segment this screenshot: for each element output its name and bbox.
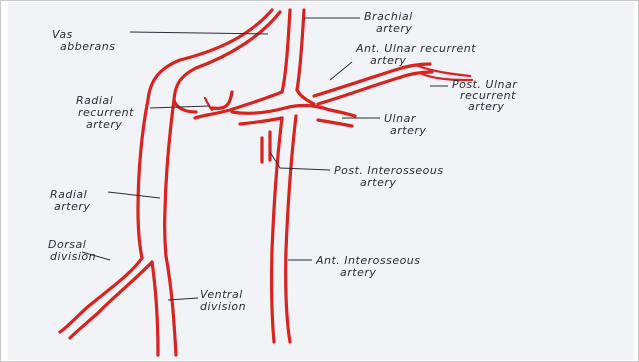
vas-abberans-outer [148,10,272,100]
leader-radial [108,192,160,198]
radial-artery-right-wall [165,100,174,256]
leader-ant-ulnar-recurrent [330,62,352,80]
bifurcation-arch-lower [297,90,314,104]
ant-ulnar-recurrent-upper [314,64,430,96]
artery-vessels [60,10,472,355]
brachial-artery-left-wall [282,10,290,92]
label-vas-abberans-line2: abberans [60,40,115,53]
dorsal-division-left-wall [60,258,142,332]
ventral-division-left-wall [152,262,158,355]
brachial-artery-right-wall [297,10,304,90]
label-ant-ulnar-recurrent-line2: artery [370,54,406,67]
label-post-interosseous-line2: artery [360,176,396,189]
label-ulnar-line2: artery [390,124,426,137]
ant-interosseous-right-wall [286,116,296,342]
label-brachial-line2: artery [376,22,412,35]
ant-interosseous-left-wall [272,118,282,342]
labels: Vas abberans Brachial artery Ant. Ulnar … [48,10,518,313]
label-dorsal-division-line2: division [50,250,96,263]
radial-recurrent-branch [205,98,212,110]
ulnar-trunk-lower [240,118,282,124]
label-radial-line2: artery [54,200,90,213]
dorsal-division-right-wall [70,262,152,338]
ventral-division-right-wall [166,256,176,355]
ulnar-artery-lower [318,120,352,126]
label-radial-recurrent-line3: artery [86,118,122,131]
radial-recurrent-hook [212,92,232,108]
radial-artery-left-wall [138,100,148,258]
label-post-ulnar-recurrent-line3: artery [468,100,504,113]
ulnar-artery-upper [330,110,355,116]
vas-abberans-loop [174,100,196,112]
ulnar-trunk-upper [232,106,330,114]
label-ventral-division-line2: division [200,300,246,313]
label-ant-interosseous-line2: artery [340,266,376,279]
